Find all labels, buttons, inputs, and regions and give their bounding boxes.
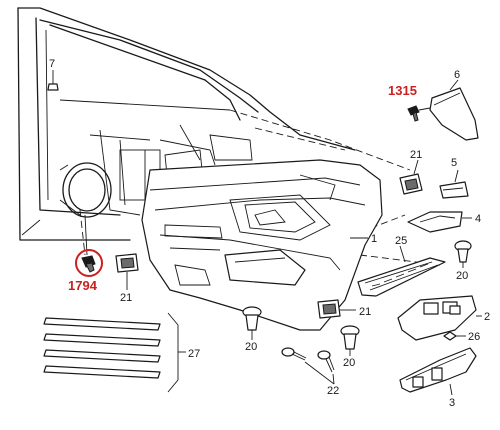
part-1794-clip [75,214,103,277]
label-4: 4 [475,213,481,225]
part-20-fastener-a [242,306,262,340]
part-5-trim [439,169,469,199]
label-27: 27 [188,348,200,360]
highlight-label-1794: 1794 [68,278,98,293]
part-22-screw-b [317,350,335,373]
part-2-switch-panel [397,295,482,341]
label-20-a: 20 [245,341,257,353]
highlight-ring-1794 [75,249,103,277]
part-25-armrest-trim [357,245,446,297]
door-trim-panel [141,159,383,331]
label-7: 7 [49,58,55,70]
label-21-left: 21 [120,292,132,304]
part-labels: 7 6 21 5 4 1 25 20 21 21 2 26 20 20 27 2… [49,58,490,409]
label-3: 3 [449,397,455,409]
label-20-b: 20 [343,357,355,369]
part-20-fastener-b [340,325,360,356]
label-21-center: 21 [359,306,371,318]
part-7-screw [47,70,59,91]
highlighted-labels: 1315 1794 [68,83,417,293]
part-21-clip-left [115,253,139,290]
part-6-mirror-trim [429,79,479,141]
part-22-leader [304,361,335,385]
part-22-screw-a [281,347,307,361]
label-5: 5 [451,157,457,169]
label-1: 1 [371,233,377,245]
part-27-strips [43,312,186,393]
part-3-lower-trim [399,347,477,396]
label-6: 6 [454,69,460,81]
label-21-top: 21 [410,149,422,161]
part-1315-screw [407,105,431,122]
label-2: 2 [484,311,490,323]
label-20-right: 20 [456,270,468,282]
part-26-spring-clip [443,331,466,341]
label-22: 22 [327,385,339,397]
highlight-label-1315: 1315 [388,83,417,98]
part-4-handle-bezel [407,211,472,233]
label-25: 25 [395,235,407,247]
speaker-ring [59,162,112,218]
part-21-clip-top [399,159,423,195]
label-26: 26 [468,331,480,343]
door-frame [17,7,356,241]
part-21-clip-center [317,299,356,319]
part-20-fastener-right [454,240,472,268]
